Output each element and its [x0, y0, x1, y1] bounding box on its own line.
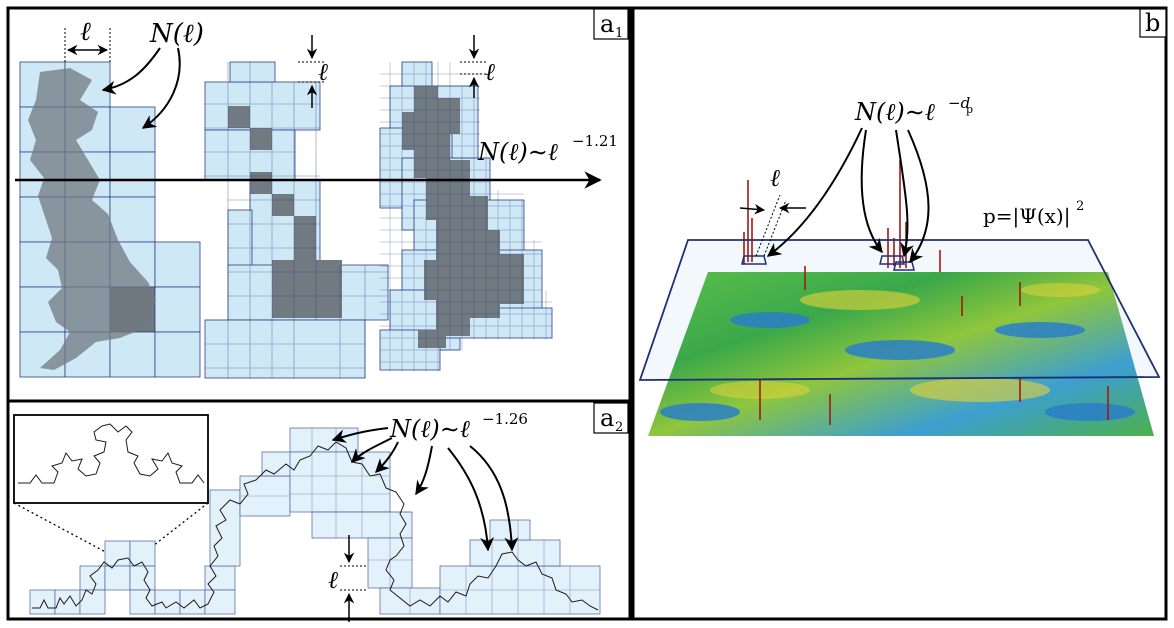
- svg-text:b: b: [1145, 9, 1160, 37]
- panel-a2-frame: [6, 399, 632, 621]
- scaling-law-a2: N(ℓ)∼ℓ −1.26: [389, 410, 528, 443]
- panel-a1-tag: a 1: [593, 8, 629, 41]
- pointer-arrows-b: [766, 127, 930, 264]
- britain-silhouette-coarse: [28, 68, 156, 370]
- britain-medium-grid: [204, 61, 389, 379]
- pointer-arrow-N-2: [141, 47, 181, 129]
- ell-label-a1: ℓ: [80, 17, 91, 47]
- koch-inset: [13, 414, 209, 504]
- ell-label-a1-medium: ℓ: [318, 58, 328, 86]
- svg-text:N(ℓ)∼ℓ: N(ℓ)∼ℓ: [854, 98, 935, 126]
- panel-b-tag: b: [1139, 8, 1167, 38]
- svg-text:2: 2: [1076, 199, 1084, 214]
- N-label-a1: N(ℓ): [149, 19, 204, 49]
- svg-text:2: 2: [615, 420, 623, 435]
- svg-text:p=|Ψ(x)|: p=|Ψ(x)|: [983, 204, 1070, 229]
- scaling-law-a1: N(ℓ)∼ℓ −1.21: [477, 132, 618, 166]
- britain-coarse-grid: [19, 61, 201, 378]
- inset-connector-left: [13, 502, 114, 557]
- koch-curve-main: [32, 441, 599, 611]
- ell-label-b: ℓ: [770, 164, 780, 192]
- svg-text:N(ℓ)∼ℓ: N(ℓ)∼ℓ: [477, 138, 558, 166]
- pointer-arrow-N-1: [101, 47, 161, 95]
- britain-fine-grid: [379, 61, 553, 372]
- pointer-arrows-a2: [331, 427, 519, 552]
- ell-scale-marker-top: [64, 28, 111, 62]
- svg-text:−d: −d: [948, 94, 970, 112]
- ell-scale-marker-a2: [340, 535, 368, 622]
- svg-text:a: a: [600, 10, 614, 38]
- ell-scale-marker-fine: [460, 35, 488, 98]
- panel-b-frame: [631, 6, 1168, 621]
- ell-scale-marker-b: [739, 194, 806, 257]
- ell-label-a1-fine: ℓ: [485, 58, 495, 86]
- surface-peaks: [743, 160, 1109, 425]
- ell-scale-marker-medium: [298, 35, 325, 108]
- svg-text:p: p: [966, 103, 973, 116]
- svg-text:−1.26: −1.26: [482, 410, 528, 428]
- threshold-plane: [638, 239, 1161, 381]
- threshold-label: p=|Ψ(x)| 2: [983, 199, 1084, 229]
- panel-a2-tag: a 2: [593, 402, 629, 435]
- scaling-law-b: N(ℓ)∼ℓ −d p: [854, 94, 973, 126]
- ell-label-a2: ℓ: [328, 566, 338, 594]
- surface-texture: [660, 283, 1135, 421]
- svg-text:1: 1: [615, 26, 623, 41]
- svg-text:−1.21: −1.21: [572, 132, 618, 150]
- svg-text:a: a: [600, 404, 614, 432]
- svg-text:N(ℓ)∼ℓ: N(ℓ)∼ℓ: [389, 415, 470, 443]
